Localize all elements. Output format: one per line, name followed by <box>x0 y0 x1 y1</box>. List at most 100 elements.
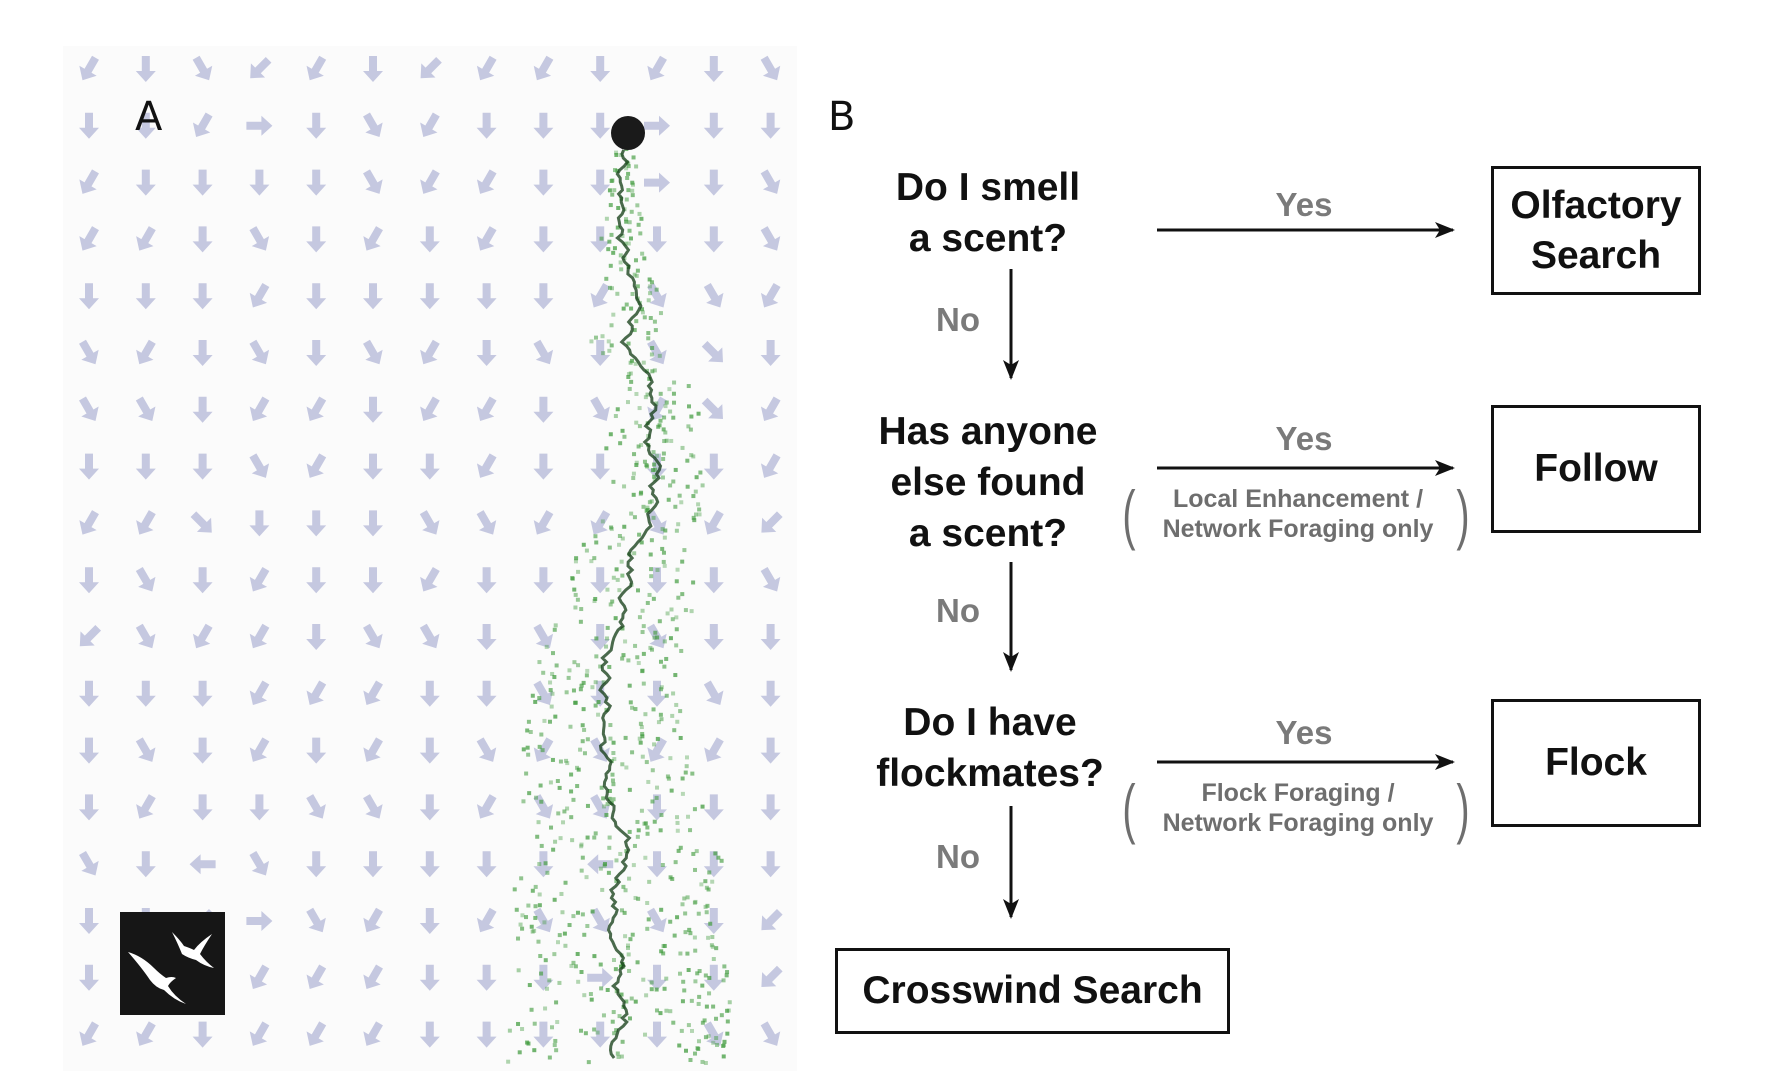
plume-particle <box>697 512 702 517</box>
wind-arrow-icon <box>533 396 554 423</box>
plume-particle <box>725 1008 730 1013</box>
plume-particle <box>707 870 712 875</box>
plume-particle <box>576 979 581 984</box>
wind-arrow-icon <box>533 794 554 819</box>
plume-particle <box>611 751 616 756</box>
plume-particle <box>711 1004 716 1009</box>
wind-arrow-icon <box>476 567 497 594</box>
wind-arrow-icon <box>760 453 781 478</box>
wind-arrow-icon <box>647 510 667 535</box>
wind-arrow-icon <box>136 226 156 251</box>
plume-particle <box>676 848 681 853</box>
no-label-2: No <box>936 592 980 629</box>
plume-particle <box>665 774 670 779</box>
wind-arrow-icon <box>419 510 440 535</box>
plume-particle <box>636 222 641 227</box>
plume-particle <box>649 352 654 357</box>
wind-arrow-icon <box>761 511 783 533</box>
plume-particle <box>654 987 659 992</box>
plume-particle <box>634 391 639 396</box>
plume-particle <box>621 306 626 311</box>
plume-particle <box>722 1039 727 1044</box>
plume-particle <box>643 855 648 860</box>
question-line: else found <box>890 461 1086 504</box>
plume-particle <box>682 548 687 553</box>
plume-particle <box>608 263 613 268</box>
plume-particle <box>721 1043 726 1048</box>
plume-particle <box>630 291 635 296</box>
plume-particle <box>696 911 701 916</box>
plume-particle <box>639 725 644 730</box>
plume-particle <box>514 907 519 912</box>
plume-particle <box>637 532 642 537</box>
plume-particle <box>611 250 616 255</box>
wind-arrow-icon <box>590 567 611 594</box>
plume-particle <box>608 432 613 437</box>
plume-particle <box>616 205 621 210</box>
wind-arrow-icon <box>135 169 156 196</box>
wind-arrow-icon <box>703 680 724 706</box>
plume-particle <box>601 804 606 809</box>
wind-arrow-icon <box>306 55 327 81</box>
plume-particle <box>624 197 629 202</box>
plume-particle <box>536 820 541 825</box>
plume-particle <box>641 681 646 686</box>
plume-particle <box>630 932 635 937</box>
wind-arrow-icon <box>533 680 554 706</box>
plume-particle <box>620 233 625 238</box>
plume-particle <box>635 819 640 824</box>
wind-arrow-icon <box>476 283 497 310</box>
plume-particle <box>661 427 666 432</box>
plume-particle <box>627 876 632 881</box>
plume-particle <box>532 928 537 933</box>
plume-particle <box>609 323 614 328</box>
plume-particle <box>626 188 631 193</box>
plume-particle <box>676 595 681 600</box>
plume-particle <box>685 484 690 489</box>
plume-particle <box>622 484 627 489</box>
plume-particle <box>581 680 586 685</box>
plume-particle <box>630 193 635 198</box>
plume-particle <box>661 951 666 956</box>
plume-particle <box>646 779 651 784</box>
plume-particle <box>589 559 594 564</box>
plume-particle <box>658 391 663 396</box>
plume-particle <box>654 401 659 406</box>
wind-arrow-icon <box>533 510 554 535</box>
wind-arrow-icon <box>760 169 781 194</box>
plume-particle <box>607 796 612 801</box>
plume-particle <box>601 351 606 356</box>
question-smell-scent: Do I smell a scent? <box>896 162 1080 264</box>
plume-particle <box>683 608 688 613</box>
wind-arrow-icon <box>533 55 554 81</box>
plume-particle <box>632 272 637 277</box>
plume-particle <box>566 675 571 680</box>
plume-particle <box>680 902 685 907</box>
plume-particle <box>695 971 700 976</box>
plume-particle <box>688 828 693 833</box>
plume-particle <box>632 551 637 556</box>
plume-particle <box>714 1042 719 1047</box>
plume-particle <box>549 704 554 709</box>
plume-particle <box>626 658 631 663</box>
plume-particle <box>671 691 676 696</box>
plume-particle <box>667 387 672 392</box>
plume-particle <box>530 888 535 893</box>
plume-particle <box>646 336 651 341</box>
plume-particle <box>580 723 585 728</box>
wind-arrow-icon <box>476 794 497 819</box>
wind-arrow-icon <box>419 908 440 934</box>
wind-arrow-icon <box>476 851 497 878</box>
plume-particle <box>575 910 580 915</box>
plume-particle <box>592 835 597 840</box>
plume-particle <box>579 970 584 975</box>
plume-particle <box>627 220 632 225</box>
plume-particle <box>580 739 585 744</box>
plume-particle <box>660 546 665 551</box>
plume-particle <box>532 1048 537 1053</box>
plume-particle <box>517 1050 522 1055</box>
wind-arrow-icon <box>363 453 383 480</box>
plume-particle <box>601 1013 606 1018</box>
plume-particle <box>612 757 617 762</box>
wind-arrow-icon <box>135 680 156 707</box>
